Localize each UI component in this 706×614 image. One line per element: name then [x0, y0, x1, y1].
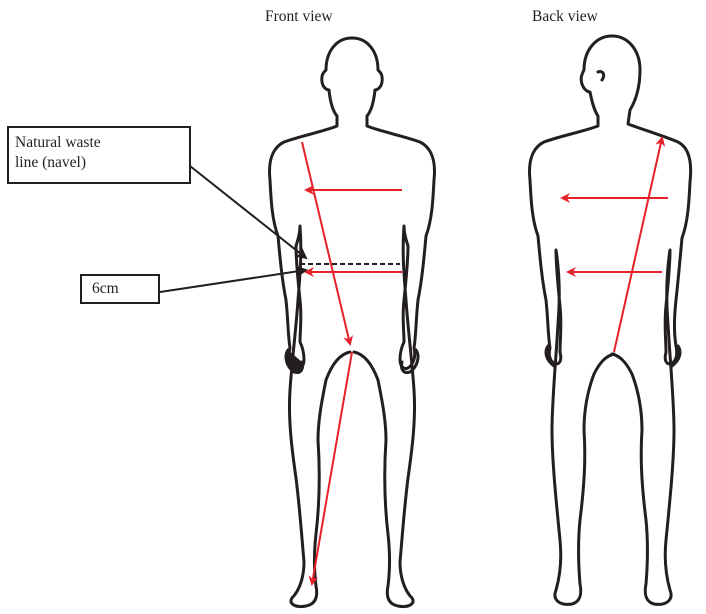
back-ear	[598, 71, 604, 80]
waist-line-callout: Natural waste line (navel)	[7, 126, 191, 184]
back-view-title: Back view	[532, 8, 598, 26]
front-body-right	[352, 38, 434, 607]
waist-callout-line-1: Natural waste	[15, 133, 183, 153]
back-body-outline	[530, 36, 691, 604]
front-view-title: Front view	[265, 8, 333, 26]
front-body-left	[270, 38, 352, 607]
back-body-right	[612, 36, 691, 604]
offset-callout: 6cm	[80, 274, 160, 304]
offset-callout-label: 6cm	[92, 280, 119, 297]
back-measurements	[562, 138, 668, 352]
back-body-left	[530, 36, 614, 604]
waist-callout-line-2: line (navel)	[15, 153, 183, 173]
front-torso-diagonal-arrow	[302, 142, 350, 344]
front-body-outline	[270, 38, 435, 607]
back-diagonal-arrow	[614, 138, 662, 352]
waist-callout-leader	[190, 166, 306, 258]
